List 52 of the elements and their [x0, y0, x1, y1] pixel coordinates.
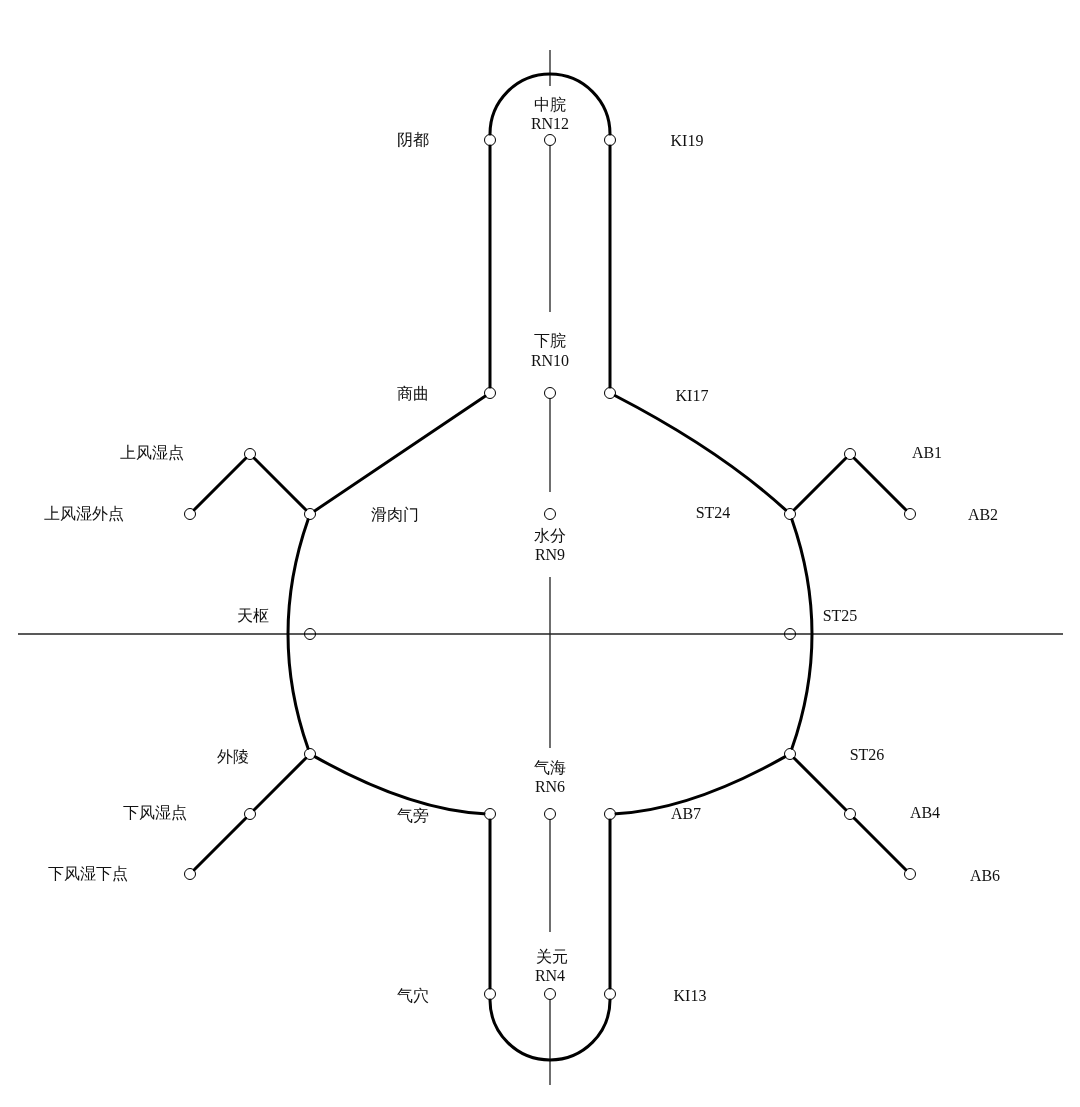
point-name: 下脘: [534, 332, 566, 350]
point-name: 气旁: [397, 807, 429, 825]
meridian-line: [252, 756, 308, 812]
meridian-line: [613, 394, 788, 512]
point-name: 上风湿点: [120, 444, 184, 462]
point-name: KI19: [670, 132, 704, 150]
point-name: ST25: [822, 607, 858, 625]
point-name: 关元: [536, 948, 568, 966]
point-name: 下风湿下点: [48, 865, 128, 883]
meridian-line: [488, 818, 492, 990]
point-name: 水分: [534, 527, 566, 545]
point-name: KI13: [673, 987, 707, 1005]
point-code: RN10: [530, 352, 570, 370]
meridian-line: [488, 998, 612, 1062]
meridian-line: [313, 755, 486, 816]
point-name: 下风湿点: [123, 804, 187, 822]
point-code: RN9: [534, 546, 566, 564]
point-name: AB6: [969, 867, 1001, 885]
point-name: KI17: [675, 387, 709, 405]
point-name: AB4: [909, 804, 941, 822]
meridian-line: [852, 816, 908, 872]
meridian-line: [488, 72, 612, 136]
point-name: 中脘: [534, 96, 566, 114]
point-name: 商曲: [397, 385, 429, 403]
point-name: 滑肉门: [371, 506, 419, 524]
point-name: ST26: [849, 746, 885, 764]
point-name: AB7: [670, 805, 702, 823]
point-code: RN12: [530, 115, 570, 133]
point-name: 气海: [534, 759, 566, 777]
meridian-line: [252, 456, 308, 512]
point-name: 上风湿外点: [44, 505, 124, 523]
point-name: AB1: [911, 444, 943, 462]
meridian-line: [792, 456, 848, 512]
point-name: 气穴: [397, 987, 429, 1005]
meridian-line: [792, 756, 848, 812]
point-name: 外陵: [217, 748, 249, 766]
meridian-line: [608, 144, 612, 389]
point-name: ST24: [695, 504, 731, 522]
meridian-line: [192, 816, 248, 872]
point-name: AB2: [967, 506, 999, 524]
meridian-line: [192, 456, 248, 512]
meridian-line: [608, 818, 612, 990]
meridian-line: [790, 518, 814, 750]
meridian-line: [313, 394, 487, 513]
meridian-line: [488, 144, 492, 389]
meridian-line: [852, 456, 908, 512]
point-name: 阴都: [397, 131, 429, 149]
point-name: 天枢: [237, 607, 269, 625]
point-code: RN4: [534, 967, 566, 985]
meridian-line: [286, 518, 310, 750]
point-code: RN6: [534, 778, 566, 796]
meridian-line: [614, 755, 787, 816]
